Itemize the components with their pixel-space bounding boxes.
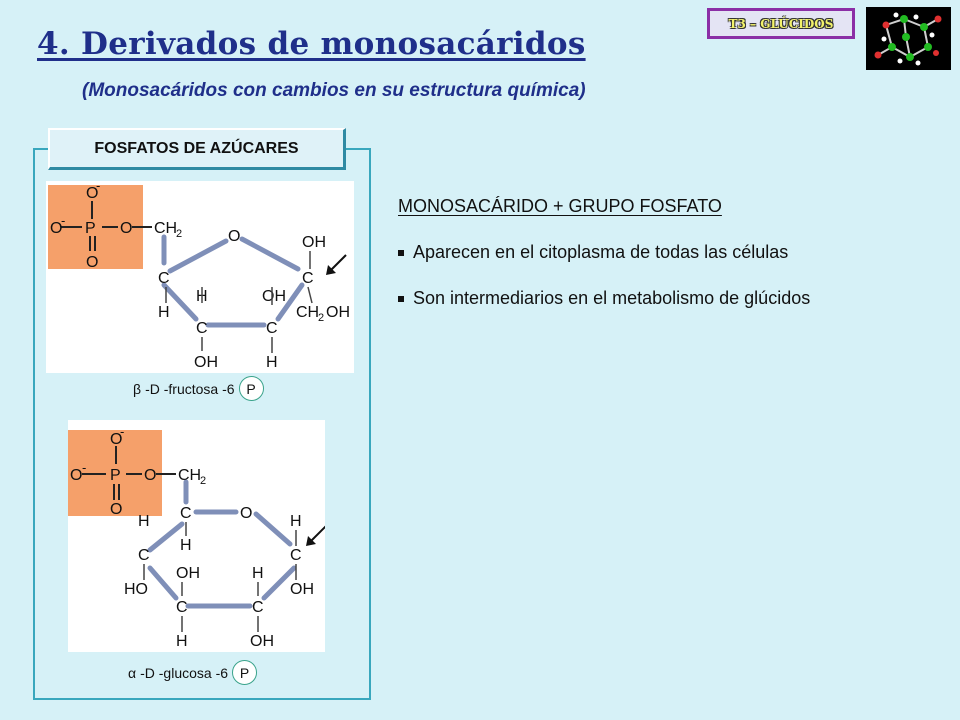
atom-o: O [86,185,98,202]
atom-oh: OH [194,354,218,371]
subscript-2: 2 [176,228,182,240]
atom-c: C [176,599,188,616]
atom-h: H [180,537,192,554]
atom-c: C [290,547,302,564]
atom-ch2: CH [178,467,201,484]
page-subtitle: (Monosacáridos con cambios en su estruct… [82,80,586,101]
atom-o: O [50,220,62,237]
atom-ho: HO [124,581,148,598]
charge-minus: - [82,460,86,475]
atom-h: H [252,565,264,582]
glucose-6-phosphate-structure: O - O - P O O CH 2 C H O H C OH H C HO O… [68,420,325,652]
bullet-item: Son intermediarios en el metabolismo de … [398,288,810,309]
bullet-square-icon [398,295,404,302]
section-tab: FOSFATOS DE AZÚCARES [48,128,346,170]
atom-c: C [302,270,314,287]
atom-h: H [290,513,302,530]
atom-h: H [158,304,170,321]
fructose-caption: β -D -fructosa -6 P [133,376,264,401]
page-title: 4. Derivados de monosacáridos [37,26,586,62]
atom-ring-o: O [240,505,252,522]
atom-c: C [252,599,264,616]
glucose-caption: α -D -glucosa -6 P [128,660,258,685]
anomeric-arrow [306,525,325,546]
bullet-item: Aparecen en el citoplasma de todas las c… [398,242,788,263]
atom-o: O [144,467,156,484]
topic-badge-label: T3 – GLÚCIDOS [728,16,834,31]
atom-ch2: CH [154,220,177,237]
atom-o: O [110,501,122,518]
atom-c: C [158,270,170,287]
charge-minus: - [120,424,124,439]
atom-p: P [110,467,121,484]
atom-ch2oh: CH [296,304,319,321]
topic-badge: T3 – GLÚCIDOS [707,8,855,39]
beta-symbol: β [133,380,142,397]
charge-minus: - [61,213,65,228]
atom-oh: OH [176,565,200,582]
bullet-text: Aparecen en el citoplasma de todas las c… [413,242,789,262]
atom-h: H [138,513,150,530]
atom-h: H [176,633,188,650]
anomeric-arrow [326,254,347,275]
fructose-6-phosphate-structure: O - O - P O O CH 2 O OH C C H H C OH OH … [46,181,354,373]
glucose-label: -D -glucosa -6 [140,664,229,681]
atom-c: C [196,320,208,337]
atom-o: O [86,254,98,271]
phosphate-circle: P [238,376,264,401]
atom-oh: OH [302,234,326,251]
atom-ring-o: O [228,228,240,245]
atom-o: O [70,467,82,484]
charge-minus: - [96,181,100,193]
phosphate-circle: P [232,660,258,685]
bullet-text: Son intermediarios en el metabolismo de … [413,288,811,308]
subscript-2: 2 [200,475,206,487]
atom-h: H [266,354,278,371]
atom-o: O [110,431,122,448]
atom-o: O [120,220,132,237]
atom-c: C [266,320,278,337]
subscript-2: 2 [318,312,324,324]
atom-oh: OH [262,288,286,305]
molecule-model-image [866,7,951,70]
atom-c: C [138,547,150,564]
atom-oh: OH [250,633,274,650]
alpha-symbol: α [128,664,137,681]
atom-c: C [180,505,192,522]
atom-oh: OH [290,581,314,598]
section-tab-label: FOSFATOS DE AZÚCARES [94,139,299,157]
content-heading: MONOSACÁRIDO + GRUPO FOSFATO [398,196,722,216]
fructose-label: -D -fructosa -6 [145,380,235,397]
atom-p: P [85,220,96,237]
bullet-square-icon [398,249,404,256]
atom-oh-tail: OH [326,304,350,321]
